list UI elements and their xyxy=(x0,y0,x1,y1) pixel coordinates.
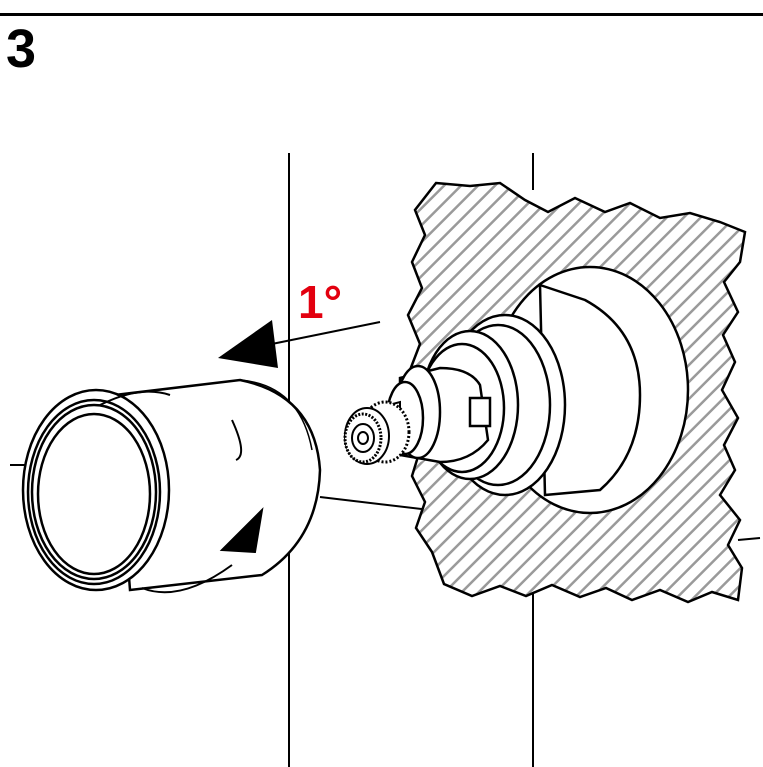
step-number: 3 xyxy=(6,19,37,79)
rotate-arrow-icon xyxy=(99,390,264,594)
rotation-label: 1° xyxy=(298,276,342,328)
top-rule xyxy=(0,13,763,16)
cover-sleeve xyxy=(21,378,322,592)
axis-line-right xyxy=(737,537,761,541)
spindle xyxy=(343,400,411,465)
center-line xyxy=(319,496,431,511)
arrow-left-icon xyxy=(218,320,381,368)
